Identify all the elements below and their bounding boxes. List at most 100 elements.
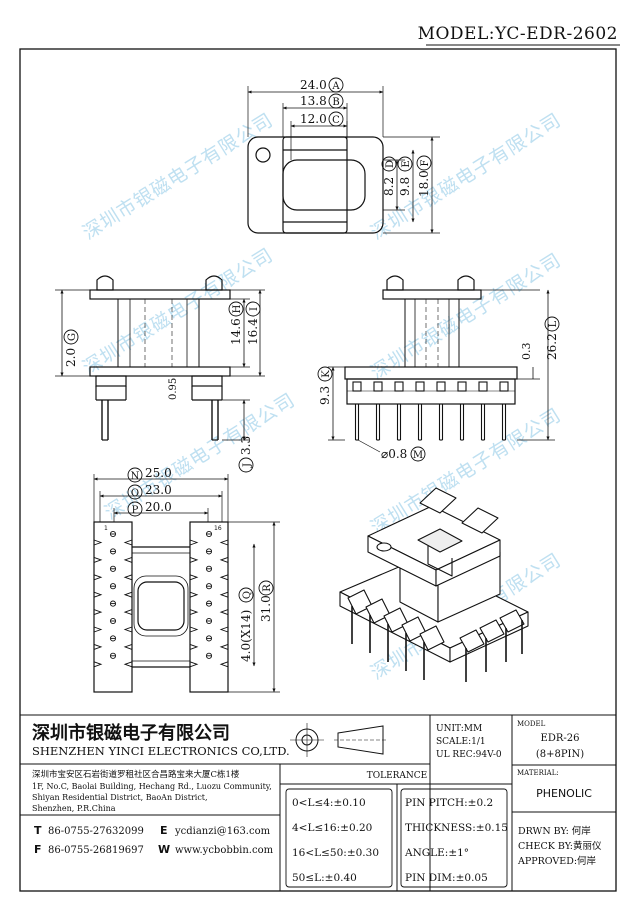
bottom-rail-notch: [123, 643, 133, 650]
drawn-by: DRWN BY: 何岸: [518, 825, 591, 837]
bottom-pin-hole: [109, 652, 117, 659]
company-address-en-2: Shiyan Residential District, BaoAn Distr…: [32, 793, 208, 802]
dim-d-label: D: [385, 160, 396, 168]
bottom-rail-notch: [123, 609, 133, 616]
bottom-pin-hole: [109, 548, 117, 555]
bottom-rail-notch: [93, 556, 103, 563]
drawing-frame: [19, 48, 617, 892]
spec-scale: SCALE:1/1: [436, 737, 486, 747]
dim-pin-width: 0.95: [168, 378, 179, 400]
bottom-rail-notch: [93, 591, 103, 598]
side-view-dimensions: 26.2 L 9.3 K 0.3 ⌀0.8 M: [317, 316, 560, 462]
bottom-rail-notch: [219, 539, 229, 546]
side-pin-slot: [457, 381, 467, 392]
fax-key: F: [34, 843, 42, 856]
side-pin-slot: [499, 381, 509, 392]
bottom-rail-notch: [189, 591, 199, 598]
dim-f-value: 18.0: [417, 170, 431, 197]
material-label: MATERIAL:: [517, 769, 559, 777]
bottom-rail-notch: [123, 626, 133, 633]
material-value: PHENOLIC: [536, 787, 592, 800]
bottom-rail-notch: [219, 591, 229, 598]
side-view-top-flange: [382, 289, 482, 300]
bottom-view-left-rail: [93, 521, 133, 693]
tolerance-right-3: ANGLE:±1°: [404, 847, 469, 859]
tolerance-left-1: 0<L≤4:±0.10: [292, 797, 366, 809]
tolerance-right-2: THICKNESS:±0.15: [405, 822, 508, 834]
tolerance-left-2: 4<L≤16:±0.20: [292, 822, 372, 834]
tel-value: 86-0755-27632099: [48, 826, 144, 837]
dim-m-label: M: [413, 450, 423, 461]
fax-value: 86-0755-26819697: [48, 845, 144, 856]
bottom-pin-hole: [109, 583, 117, 590]
dim-a-value: 24.0: [300, 78, 327, 92]
bottom-pin-hole: [109, 617, 117, 625]
title-block: [20, 714, 616, 891]
dim-g-value: 2.0: [64, 348, 78, 367]
bottom-pin-hole: [205, 635, 213, 642]
bottom-rail-notch: [123, 556, 133, 563]
email-value: ycdianzi@163.com: [174, 826, 271, 837]
bottom-rail-notch: [189, 574, 199, 581]
approved-by: APPROVED:何岸: [517, 855, 597, 867]
web-key: W: [158, 843, 170, 856]
top-view: [247, 86, 440, 234]
company-address-en-3: Shenzhen, P.R.China: [32, 804, 116, 813]
dim-n-value: 25.0: [145, 466, 172, 480]
tolerance-right-1: PIN PITCH:±0.2: [405, 797, 493, 809]
company-address-en-1: 1F, No.C, Baolai Building, Hechang Rd., …: [32, 782, 272, 791]
bottom-rail-notch: [219, 609, 229, 616]
tolerance-box-left: 0<L≤4:±0.10 4<L≤16:±0.20 16<L≤50:±0.30 5…: [285, 788, 393, 888]
dim-h-value: 14.6: [229, 318, 243, 345]
bottom-rail-notch: [93, 626, 103, 633]
bottom-pin-hole: [205, 565, 213, 572]
dim-n-label: N: [131, 471, 140, 482]
spec-ul: UL REC:94V-0: [436, 750, 502, 760]
dim-b-value: 13.8: [300, 94, 327, 108]
email-key: E: [160, 824, 168, 837]
web-value: www.ycbobbin.com: [175, 845, 274, 856]
watermark-text-5: 深圳市银磁电子有限公司: [367, 249, 565, 384]
side-pin-slot: [478, 381, 488, 392]
bottom-rail-notch: [93, 643, 103, 650]
bottom-pin-hole: [205, 548, 213, 555]
bottom-rail-notch: [219, 556, 229, 563]
dim-k-value: 9.3: [318, 386, 332, 405]
side-pin-slot: [352, 381, 362, 392]
bottom-rail-notch: [93, 609, 103, 616]
dim-p-value: 20.0: [145, 500, 172, 514]
bottom-view-core-window: [137, 581, 185, 631]
dim-m-value: ⌀0.8: [381, 447, 407, 461]
side-view-lines: [328, 289, 555, 453]
dim-c-label: C: [332, 115, 340, 126]
front-view-top-flange: [89, 289, 231, 300]
top-view-window: [282, 159, 366, 211]
top-view-outline: [247, 136, 384, 234]
bottom-rail-notch: [93, 574, 103, 581]
dim-j-value: 3.3: [239, 436, 253, 455]
bottom-rail-notch: [189, 539, 199, 546]
bottom-rail-notch: [189, 626, 199, 633]
front-view-bottom-flange: [89, 366, 231, 377]
bottom-view-dimensions: N 25.0 O 23.0 P 20.0 4.0(X14) Q 31.0 R 1…: [104, 466, 274, 662]
tolerance-left-3: 16<L≤50:±0.30: [292, 847, 379, 859]
company-en-name: SHENZHEN YINCI ELECTRONICS CO,LTD.: [32, 744, 290, 758]
isometric-pins: [351, 606, 523, 682]
bottom-pin-hole: [205, 652, 213, 659]
dim-c-value: 12.0: [300, 112, 327, 126]
model-box-name: EDR-26: [541, 733, 580, 744]
bottom-rail-notch: [219, 643, 229, 650]
isometric-view: [339, 487, 529, 663]
bottom-rail-notch: [123, 661, 133, 668]
model-box-pins: (8+8PIN): [536, 749, 584, 760]
bottom-rail-notch: [189, 556, 199, 563]
checked-by: CHECK BY:黄丽仪: [518, 840, 602, 852]
side-pin-slot: [394, 381, 404, 392]
dim-j-label: J: [242, 463, 253, 468]
dim-h-label: H: [232, 304, 243, 313]
side-view: [344, 275, 518, 405]
dim-b-label: B: [332, 97, 339, 108]
bottom-rail-notch: [219, 661, 229, 668]
dim-e-label: E: [401, 160, 412, 167]
dim-l-label: L: [548, 320, 559, 327]
